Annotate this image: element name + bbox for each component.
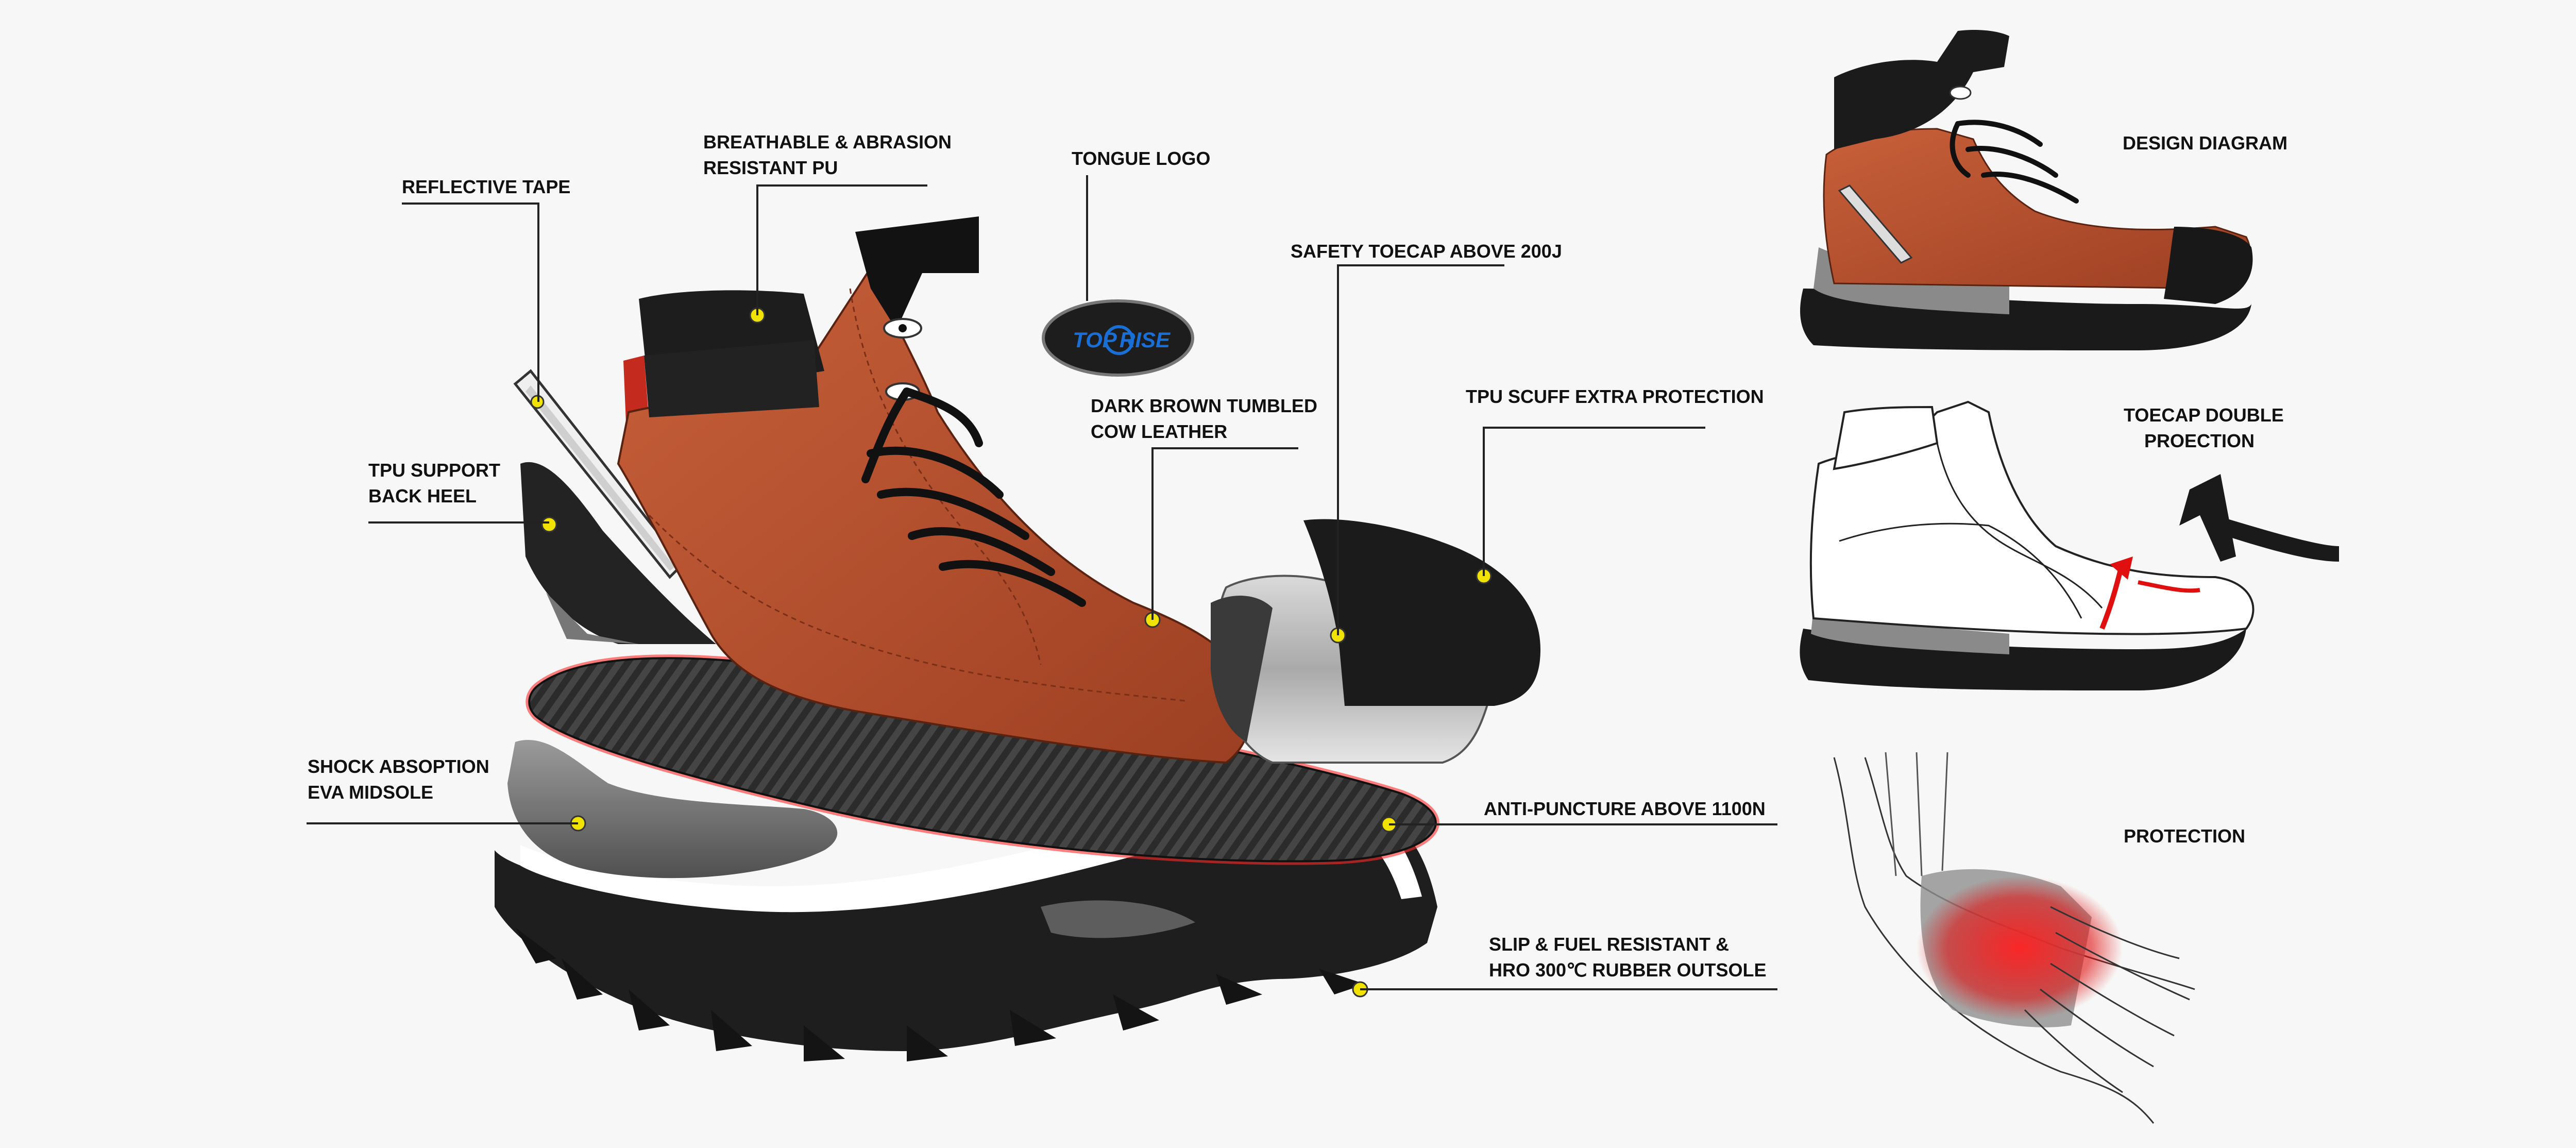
boot-red-pull-tab xyxy=(623,356,649,423)
label-slip-1: SLIP & FUEL RESISTANT & xyxy=(1489,934,1729,955)
main-boot-group xyxy=(495,216,1540,1061)
hammer-icon xyxy=(2179,474,2339,562)
foot-red-glow xyxy=(1917,876,2123,1020)
boot-laces xyxy=(861,387,1086,607)
label-design-diagram: DESIGN DIAGRAM xyxy=(2123,132,2287,154)
tp-panel-outline xyxy=(1839,522,2082,619)
tp-red-highlight xyxy=(2138,580,2200,593)
dd-toecap xyxy=(2164,227,2253,304)
label-protection: PROTECTION xyxy=(2124,825,2245,847)
label-slip-2: HRO 300℃ RUBBER OUTSOLE xyxy=(1489,959,1767,981)
boot-collar-top xyxy=(855,216,979,330)
label-tongue-logo: TONGUE LOGO xyxy=(1072,148,1210,169)
foot-leg-bone xyxy=(1885,752,1948,876)
dd-upper xyxy=(1823,128,2251,290)
foot-bones-outline-2 xyxy=(1833,757,2155,1124)
label-tpu-scuff: TPU SCUFF EXTRA PROTECTION xyxy=(1466,386,1764,407)
label-anti-puncture: ANTI-PUNCTURE ABOVE 1100N xyxy=(1484,798,1766,819)
label-shock-1: SHOCK ABSOPTION xyxy=(308,756,489,777)
toe-bones xyxy=(2024,906,2190,1093)
eyelet-hole xyxy=(899,324,907,332)
callout-labels: REFLECTIVE TAPE BREATHABLE & ABRASION RE… xyxy=(308,131,2287,981)
dd-eyelet xyxy=(1949,86,1972,100)
reflective-tape-shade xyxy=(526,385,675,571)
design-diagram-boot xyxy=(1800,30,2253,350)
logo-ring-icon xyxy=(1104,325,1134,355)
tp-arrow-head-icon xyxy=(2110,556,2133,580)
eva-midsole xyxy=(507,740,838,879)
leader-breathable xyxy=(756,184,927,315)
label-tpu-support-1: TPU SUPPORT xyxy=(368,460,500,481)
label-dark-brown-2: COW LEATHER xyxy=(1091,421,1227,442)
dd-reflective xyxy=(1838,184,1913,264)
heel-marker xyxy=(541,516,557,533)
leader-safety xyxy=(1337,264,1504,635)
label-breathable-2: RESISTANT PU xyxy=(703,157,838,178)
leader-scuff xyxy=(1483,427,1705,576)
tpu-back-heel-lower xyxy=(546,593,639,644)
tp-panel-outline-2 xyxy=(1936,443,2103,609)
steel-toecap-dark xyxy=(1211,596,1273,742)
toecap-protection-boot xyxy=(1800,400,2339,690)
leader-lines xyxy=(307,175,1777,990)
label-shock-2: EVA MIDSOLE xyxy=(308,782,433,803)
label-safety-toecap: SAFETY TOECAP ABOVE 200J xyxy=(1291,241,1562,262)
leader-leather xyxy=(1151,447,1298,620)
foot-protection-illustration xyxy=(1833,752,2195,1124)
boot-collar-lower xyxy=(644,340,819,417)
outsole-tread xyxy=(515,927,1365,1061)
dd-collar xyxy=(1834,30,2009,149)
tpu-back-heel xyxy=(520,462,716,644)
upper-stitching-2 xyxy=(849,288,1042,665)
label-reflective-tape: REFLECTIVE TAPE xyxy=(402,176,570,197)
upper-stitching xyxy=(648,514,1185,702)
label-toecap-double-1: TOECAP DOUBLE xyxy=(2124,404,2284,426)
dd-laces xyxy=(1950,120,2079,204)
label-breathable-1: BREATHABLE & ABRASION xyxy=(703,131,952,153)
label-toecap-double-2: PROECTION xyxy=(2144,430,2255,451)
outsole-grey-insert xyxy=(1041,900,1195,938)
label-tpu-support-2: BACK HEEL xyxy=(368,485,477,507)
tongue-logo-badge: TOP RISE xyxy=(1042,299,1194,377)
leader-reflective xyxy=(402,202,539,402)
rubber-outsole xyxy=(495,806,1437,1051)
label-dark-brown-1: DARK BROWN TUMBLED xyxy=(1091,395,1317,416)
tpu-scuff-cap xyxy=(1303,519,1540,706)
tp-upper-outline xyxy=(1809,400,2255,635)
